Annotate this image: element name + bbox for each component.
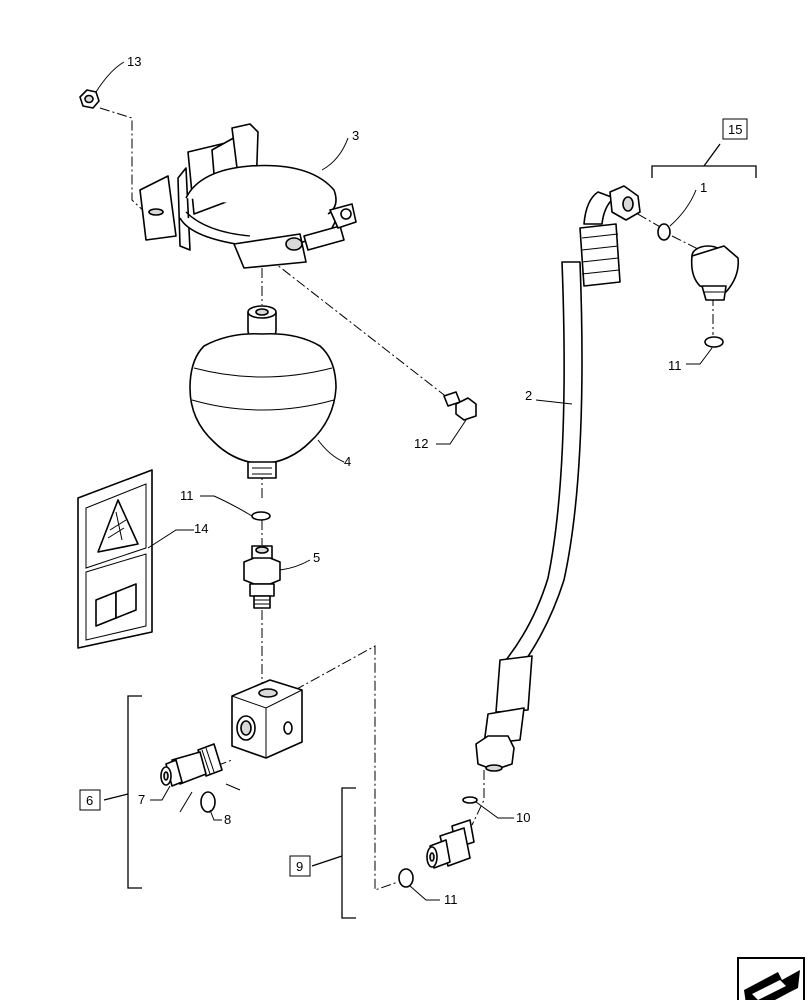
callout-12: 12 (414, 436, 428, 451)
elbow-fitting-45 (426, 819, 475, 869)
manifold-block (231, 679, 303, 759)
group-bracket-15 (651, 143, 757, 178)
callout-7: 7 (138, 792, 145, 807)
nut-part-13 (79, 89, 100, 109)
relief-valve-part-7 (160, 743, 223, 787)
callout-11-fitting: 11 (444, 892, 458, 907)
warning-decal-part-14 (77, 469, 153, 649)
callout-10: 10 (516, 810, 530, 825)
boxed-callout-15: 15 (722, 118, 748, 140)
svg-text:15: 15 (728, 122, 742, 137)
callout-14: 14 (194, 521, 208, 536)
o-ring-part-11 (251, 336, 724, 888)
group-bracket-6 (103, 695, 142, 889)
callout-3: 3 (352, 128, 359, 143)
clamp-bracket-part-3 (139, 123, 357, 269)
svg-text:9: 9 (296, 859, 303, 874)
operator-manual-icon (95, 583, 137, 627)
callout-2: 2 (525, 388, 532, 403)
callout-11-accumulator: 11 (180, 488, 194, 503)
pressure-warning-decal-icon (97, 499, 139, 553)
hose-part-2 (475, 185, 641, 772)
callout-13: 13 (127, 54, 141, 69)
o-ring-part-10 (462, 796, 478, 804)
callout-1: 1 (700, 180, 707, 195)
next-page-arrow-icon[interactable] (737, 957, 805, 1000)
callout-labels: 13 3 1 2 11 11 11 12 4 14 5 7 8 10 (127, 54, 707, 907)
callout-5: 5 (313, 550, 320, 565)
boxed-callout-9: 9 (289, 855, 311, 877)
callout-8: 8 (224, 812, 231, 827)
boxed-callout-6: 6 (79, 789, 101, 811)
callout-4: 4 (344, 454, 351, 469)
o-ring-part-8 (200, 791, 216, 813)
svg-text:6: 6 (86, 793, 93, 808)
adapter-part-5 (243, 545, 281, 609)
accumulator-part-4 (189, 305, 337, 479)
elbow-fitting (690, 245, 740, 301)
group-bracket-9 (311, 787, 356, 919)
callout-11-elbow: 11 (668, 358, 682, 373)
leader-lines (95, 61, 713, 901)
bolt-part-12 (443, 391, 477, 421)
o-ring-part-1 (657, 223, 671, 241)
